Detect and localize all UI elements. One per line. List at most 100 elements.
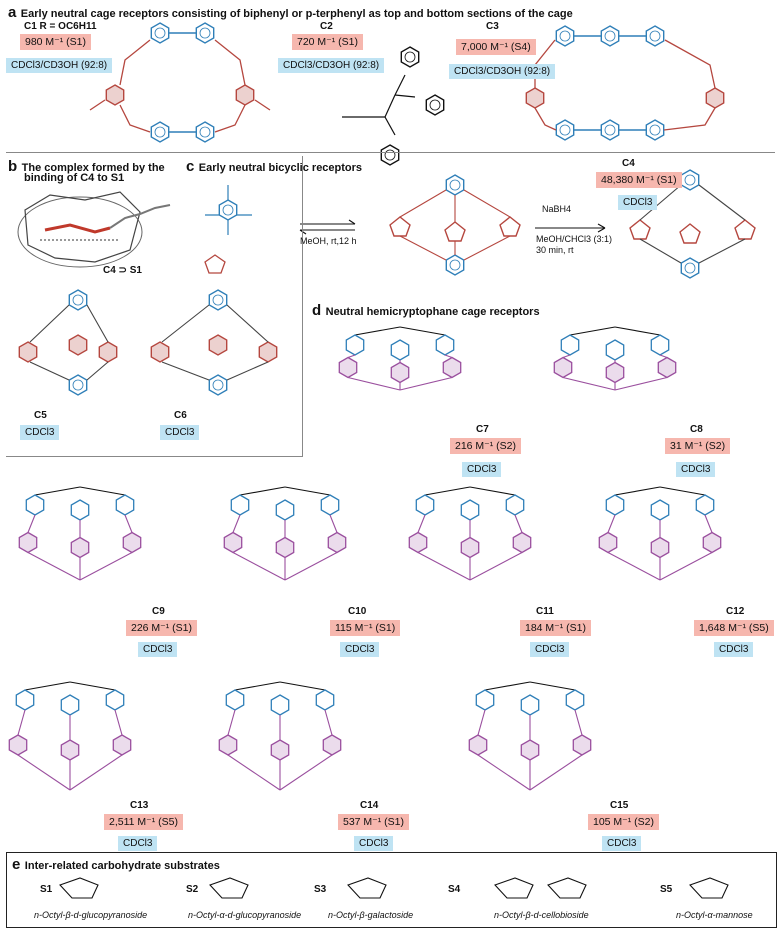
panel-e-header: e Inter-related carbohydrate substrates [12, 856, 220, 874]
arene-ring [572, 734, 592, 756]
bond [614, 486, 661, 496]
arene-ring [70, 536, 90, 559]
bond [659, 486, 706, 496]
bond [659, 552, 713, 581]
c8-affinity: 31 M⁻¹ (S2) [665, 438, 731, 454]
bond [607, 552, 661, 581]
s2-id: S2 [186, 884, 199, 895]
bond [399, 326, 446, 336]
panel-d-title: Neutral hemicryptophane cage receptors [325, 306, 540, 318]
panel-e-title: Inter-related carbohydrate substrates [24, 860, 220, 872]
c4-label: C4 [622, 158, 635, 169]
panel-a-header: a Early neutral cage receptors consistin… [8, 4, 573, 22]
s1-name: n-Octyl-β-d-glucopyranoside [34, 910, 148, 920]
cage-c6 [150, 289, 278, 396]
condition-3: 30 min, rt [536, 245, 574, 255]
arene-ring [225, 689, 245, 711]
arene-ring [560, 334, 580, 356]
bond [227, 754, 281, 791]
arene-ring [25, 494, 45, 516]
reagent: NaBH4 [542, 204, 572, 214]
panel-a-letter: a [8, 4, 17, 21]
arene-ring [345, 334, 365, 356]
bond [329, 514, 338, 533]
bond [234, 681, 281, 691]
reactant-triamine [204, 185, 252, 274]
bond [659, 354, 668, 359]
arene-ring [275, 499, 295, 521]
c10-solvent: CDCl3 [340, 642, 380, 657]
panel-c-title: Early neutral bicyclic receptors [198, 162, 363, 174]
bond [444, 354, 453, 359]
arene-ring [105, 689, 125, 711]
arene-ring [468, 734, 488, 756]
arene-ring [475, 689, 495, 711]
arene-ring [702, 531, 722, 554]
bond [514, 514, 523, 533]
bond [529, 754, 583, 791]
arene-ring [390, 339, 410, 361]
arene-ring [320, 494, 340, 516]
bond [227, 709, 236, 736]
c2-solvent: CDCl3/CD3OH (92:8) [278, 58, 385, 73]
c1-solvent: CDCl3/CD3OH (92:8) [6, 58, 113, 73]
c3-solvent: CDCl3/CD3OH (92:8) [449, 64, 556, 79]
bond [347, 354, 356, 359]
panel-b-title-2: binding of C4 to S1 [24, 172, 125, 184]
arene-ring [520, 739, 540, 761]
c5-solvent: CDCl3 [20, 425, 60, 440]
bond [69, 754, 123, 791]
bond [17, 709, 26, 736]
panel-d-header: d Neutral hemicryptophane cage receptors [312, 302, 540, 320]
c4-affinity: 48,380 M⁻¹ (S1) [596, 172, 682, 188]
arene-ring [60, 739, 80, 761]
s2-name: n-Octyl-α-d-glucopyranoside [188, 910, 302, 920]
c13-affinity: 2,511 M⁻¹ (S5) [104, 814, 183, 830]
c6-solvent: CDCl3 [160, 425, 200, 440]
bond [27, 514, 36, 533]
bond [529, 681, 576, 691]
arene-ring [8, 734, 28, 756]
bond [284, 486, 331, 496]
bond [324, 709, 333, 736]
reaction-arrow-1 [299, 219, 356, 235]
bond [574, 709, 583, 736]
bond [469, 486, 516, 496]
arene-ring [605, 494, 625, 516]
bond [232, 552, 286, 581]
panel-b-header: b The complex formed by the [8, 158, 165, 176]
c14-affinity: 537 M⁻¹ (S1) [338, 814, 409, 830]
panel-c-letter: c [186, 158, 195, 175]
bond [484, 681, 531, 691]
arene-ring [122, 531, 142, 554]
c1-label: C1 R = OC6H11 [24, 21, 97, 32]
panel-b-frame [6, 156, 303, 457]
hemicryptophane-drawings [8, 326, 722, 791]
c7-affinity: 216 M⁻¹ (S2) [450, 438, 521, 454]
c7-solvent: CDCl3 [462, 462, 502, 477]
condition-2: MeOH/CHCl3 (3:1) [536, 234, 613, 244]
s5-id: S5 [660, 884, 673, 895]
c13-label: C13 [130, 800, 149, 811]
bond [17, 754, 71, 791]
arene-ring [223, 531, 243, 554]
c5-label: C5 [34, 410, 47, 421]
divider-a [6, 152, 775, 153]
c8-label: C8 [690, 424, 703, 435]
bond [239, 486, 286, 496]
arene-ring [270, 694, 290, 716]
bond [114, 709, 123, 736]
arene-ring [218, 734, 238, 756]
c10-affinity: 115 M⁻¹ (S1) [330, 620, 401, 636]
arene-ring [460, 499, 480, 521]
cage-c4 [629, 169, 756, 279]
c2-label: C2 [320, 21, 333, 32]
arene-ring [512, 531, 532, 554]
arene-ring [275, 536, 295, 559]
bond [562, 376, 616, 391]
cage-c3 [525, 25, 725, 141]
arene-ring [435, 334, 455, 356]
arene-ring [520, 694, 540, 716]
c3-affinity: 7,000 M⁻¹ (S4) [456, 39, 536, 55]
